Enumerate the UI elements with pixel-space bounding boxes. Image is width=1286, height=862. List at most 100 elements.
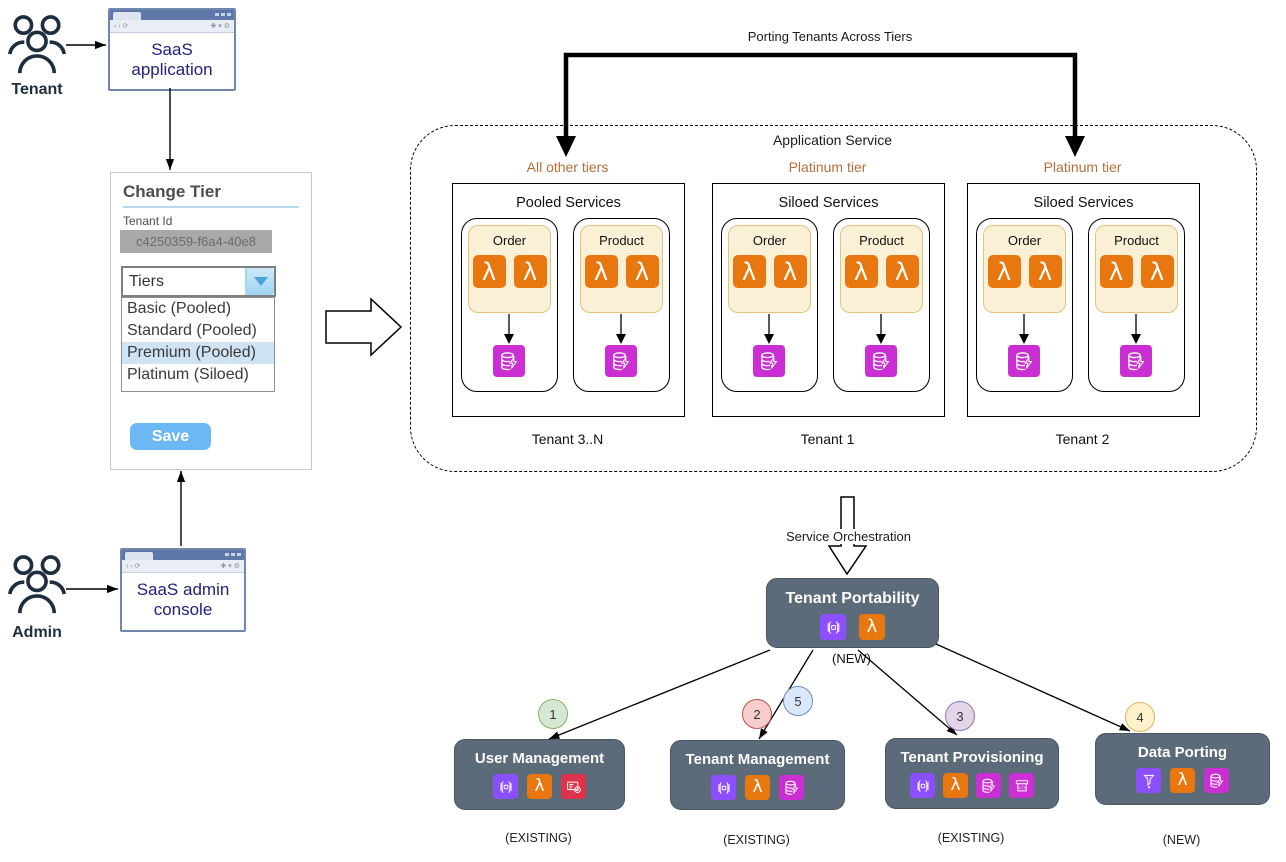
module-inner-box: Product λ λ <box>1095 225 1178 313</box>
tier-option[interactable]: Standard (Pooled) <box>127 322 257 339</box>
tiers-dropdown[interactable]: Tiers <box>121 266 276 297</box>
module-to-db-arrow <box>1131 314 1141 344</box>
api-gateway-icon <box>711 775 736 800</box>
module-to-db-arrow <box>1019 314 1029 344</box>
tenant-provisioning-status: (EXISTING) <box>937 831 1005 845</box>
tier-option[interactable]: Basic (Pooled) <box>127 300 232 317</box>
api-gateway-icon <box>910 773 935 798</box>
save-button[interactable]: Save <box>130 423 211 450</box>
lambda-icon: λ <box>859 614 885 640</box>
tenant-label-bottom: Tenant 3..N <box>531 431 604 447</box>
cognito-icon <box>561 774 586 799</box>
step-badge-4: 4 <box>1125 702 1155 732</box>
lambda-icon: λ <box>773 255 807 288</box>
service-module-order: Order λ λ <box>721 218 818 392</box>
admin-console-window: ‹ › ⟳✚ ▾ ⚙ SaaS admin console <box>120 548 246 632</box>
api-gateway-icon <box>493 774 518 799</box>
service-module-order: Order λ λ <box>461 218 558 392</box>
block-arrow-right <box>325 297 403 357</box>
lambda-icon: λ <box>844 255 878 288</box>
tenant-users-icon <box>8 12 66 78</box>
module-to-db-arrow <box>504 314 514 344</box>
browser-toolbar[interactable]: ‹ › ⟳✚ ▾ ⚙ <box>122 560 244 573</box>
lambda-icon: λ <box>527 774 552 799</box>
module-name: Product <box>859 233 904 248</box>
funnel-icon <box>1136 768 1161 793</box>
module-name: Product <box>599 233 644 248</box>
lambda-icon: λ <box>1170 768 1195 793</box>
module-inner-box: Order λ λ <box>728 225 811 313</box>
title-divider <box>123 206 299 208</box>
tenant-provisioning-box: Tenant Provisioning λ <box>885 738 1059 809</box>
lambda-icon: λ <box>584 255 618 288</box>
chevron-down-icon <box>253 277 268 286</box>
data-porting-status: (NEW) <box>1162 833 1201 847</box>
lambda-icon: λ <box>745 775 770 800</box>
lambda-icon: λ <box>943 773 968 798</box>
dynamodb-icon <box>976 773 1001 798</box>
services-title: Pooled Services <box>516 195 621 211</box>
lambda-icon: λ <box>1099 255 1133 288</box>
api-gateway-icon <box>820 614 846 640</box>
tier-label: Platinum tier <box>788 159 867 175</box>
svg-text:</>: </> <box>1018 785 1026 790</box>
dropdown-arrow-button[interactable] <box>245 268 274 295</box>
dynamodb-icon <box>753 345 785 377</box>
window-controls[interactable] <box>215 13 231 16</box>
module-to-db-arrow <box>616 314 626 344</box>
saas-application-window: ‹ › ⟳✚ ▾ ⚙ SaaS application <box>108 8 236 91</box>
user-management-box: User Management λ <box>454 739 625 810</box>
service-module-product: Product λ λ <box>573 218 670 392</box>
module-to-db-arrow <box>876 314 886 344</box>
data-porting-title: Data Porting <box>1137 744 1228 761</box>
tier-option-selected[interactable]: Premium (Pooled) <box>122 342 274 364</box>
admin-console-title: SaaS admin console <box>136 580 230 619</box>
dynamodb-icon <box>605 345 637 377</box>
tenant-provisioning-title: Tenant Provisioning <box>900 749 1044 766</box>
service-module-order: Order λ λ <box>976 218 1073 392</box>
tenant-portability-title: Tenant Portability <box>785 590 920 607</box>
tenant-label-bottom: Tenant 1 <box>800 431 855 447</box>
tenant-portability-status: (NEW) <box>832 651 871 666</box>
saas-application-title: SaaS application <box>131 39 213 79</box>
lambda-icon: λ <box>987 255 1021 288</box>
window-titlebar <box>122 550 244 560</box>
module-name: Order <box>492 233 527 248</box>
tenant-group-siloed-1: Siloed Services Order λ λ <box>712 183 945 417</box>
dynamodb-icon <box>1204 768 1229 793</box>
tenant-portability-box: Tenant Portability λ <box>766 578 939 648</box>
cloudformation-icon: </> <box>1009 773 1034 798</box>
change-tier-title: Change Tier <box>123 182 221 201</box>
data-porting-box: Data Porting λ <box>1095 733 1270 805</box>
tier-option[interactable]: Platinum (Siloed) <box>127 366 249 383</box>
tenant-group-siloed-2: Siloed Services Order λ λ <box>967 183 1200 417</box>
lambda-icon: λ <box>472 255 506 288</box>
module-to-db-arrow <box>764 314 774 344</box>
step-badge-2: 2 <box>742 699 772 729</box>
step-badge-3: 3 <box>945 701 975 731</box>
services-title: Siloed Services <box>1033 195 1134 211</box>
tenant-label-bottom: Tenant 2 <box>1055 431 1110 447</box>
tier-options-list: Basic (Pooled) Standard (Pooled) Premium… <box>121 297 275 392</box>
tenant-label: Tenant <box>11 81 63 98</box>
browser-tab[interactable] <box>113 12 141 20</box>
porting-tenants-label: Porting Tenants Across Tiers <box>747 29 913 44</box>
module-name: Order <box>752 233 787 248</box>
tenant-management-box: Tenant Management λ <box>670 740 845 810</box>
admin-label: Admin <box>12 624 62 641</box>
dynamodb-icon <box>865 345 897 377</box>
arrow-to-user-management <box>548 649 771 740</box>
service-module-product: Product λ λ <box>833 218 930 392</box>
lambda-icon: λ <box>1140 255 1174 288</box>
browser-tab[interactable] <box>125 552 153 560</box>
browser-toolbar[interactable]: ‹ › ⟳✚ ▾ ⚙ <box>110 20 234 33</box>
window-controls[interactable] <box>225 553 241 556</box>
step-badge-5: 5 <box>783 686 813 716</box>
service-module-product: Product λ λ <box>1088 218 1185 392</box>
change-tier-panel: Change Tier Tenant Id c4250359-f6a4-40e8… <box>110 172 312 470</box>
module-inner-box: Product λ λ <box>840 225 923 313</box>
tier-label: All other tiers <box>526 159 609 175</box>
dynamodb-icon <box>1120 345 1152 377</box>
tenant-id-field[interactable]: c4250359-f6a4-40e8 <box>120 230 272 253</box>
